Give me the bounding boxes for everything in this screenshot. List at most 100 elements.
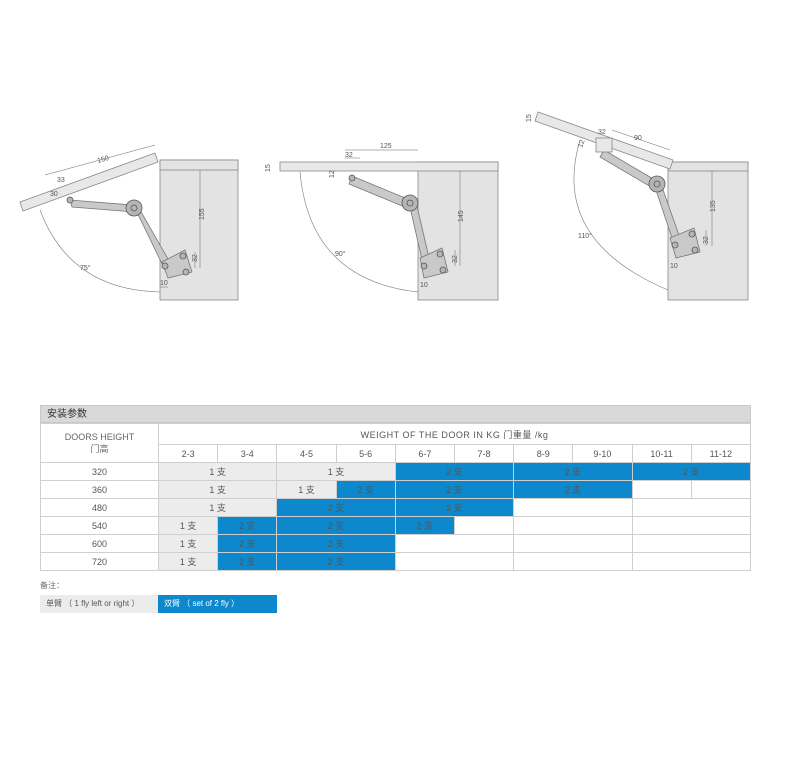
cabinet-panel xyxy=(667,161,749,301)
door-screw xyxy=(66,196,74,204)
angle-label: 75° xyxy=(80,264,91,272)
dim-label: 12 xyxy=(577,139,586,149)
notes-section: 备注： 单臂 （ 1 fly left or right ） 双臂 （ set … xyxy=(40,580,277,613)
weight-column-header: 9-10 xyxy=(572,444,633,463)
legend-double-arm: 双臂 （ set of 2 fly ） xyxy=(158,595,277,613)
arm-pivot xyxy=(653,180,661,188)
single-arm-cell: 1 支 xyxy=(157,552,219,571)
dim-label: 10 xyxy=(420,282,428,289)
double-arm-cell: 2 支 xyxy=(631,462,751,481)
empty-cell xyxy=(513,534,633,553)
empty-cell xyxy=(394,552,515,571)
double-arm-cell: 2 支 xyxy=(513,462,633,481)
diagram-75-degree: 150 33 30 155 32 10 75° xyxy=(19,144,239,301)
door-height-cell: 720 xyxy=(40,552,159,571)
bracket-screw xyxy=(439,266,447,274)
doors-height-label: DOORS HEIGHT xyxy=(64,432,135,442)
dim-label: 145 xyxy=(458,210,465,222)
cabinet-panel xyxy=(417,161,499,301)
bracket-screw xyxy=(671,241,679,249)
swing-arc xyxy=(299,171,419,293)
empty-cell xyxy=(513,516,633,535)
dim-label: 32 xyxy=(452,255,459,263)
lift-arm xyxy=(69,199,135,213)
door-panel xyxy=(279,161,499,172)
weight-header: WEIGHT OF THE DOOR IN KG 门重量 /kg xyxy=(158,423,751,445)
dim-label: 33 xyxy=(57,177,65,184)
weight-column-header: 4-5 xyxy=(276,444,337,463)
double-arm-cell: 2 支 xyxy=(276,516,396,535)
single-arm-cell: 1 支 xyxy=(157,516,219,535)
diagram-90-degree: 15 125 32 12 145 32 10 90° xyxy=(265,143,499,301)
angle-label: 110° xyxy=(578,232,592,240)
door-height-cell: 480 xyxy=(40,498,159,517)
empty-cell xyxy=(631,480,692,499)
dim-label: 150 xyxy=(97,155,110,165)
dim-label: 32 xyxy=(192,254,199,262)
dim-label: 12 xyxy=(329,170,336,178)
empty-cell xyxy=(631,516,751,535)
dim-label: 15 xyxy=(526,114,533,122)
empty-cell xyxy=(631,534,751,553)
swing-arc xyxy=(39,209,161,293)
dim-line xyxy=(44,144,156,176)
dim-line xyxy=(611,129,671,151)
double-arm-cell: 2 支 xyxy=(394,498,515,517)
doors-height-label-cn: 门高 xyxy=(90,444,109,454)
empty-cell xyxy=(394,534,515,553)
door-height-cell: 320 xyxy=(40,462,159,481)
empty-cell xyxy=(631,552,751,571)
double-arm-cell: 2 支 xyxy=(217,552,278,571)
dim-label: 32 xyxy=(598,129,606,136)
double-arm-cell: 2 支 xyxy=(276,534,396,553)
dim-label: 135 xyxy=(710,200,717,212)
single-arm-cell: 1 支 xyxy=(157,534,219,553)
legend-single-arm: 单臂 （ 1 fly left or right ） xyxy=(40,595,158,613)
single-arm-cell: 1 支 xyxy=(157,480,278,499)
double-arm-cell: 2 支 xyxy=(394,462,515,481)
bracket-screw xyxy=(436,250,444,258)
dim-label: 30 xyxy=(50,191,58,198)
single-arm-cell: 1 支 xyxy=(157,498,278,517)
arm-pivot xyxy=(130,204,138,212)
dim-label: 155 xyxy=(199,208,206,220)
bracket-screw xyxy=(688,230,696,238)
lift-arm xyxy=(348,175,411,209)
weight-column-header: 7-8 xyxy=(453,444,515,463)
bracket-screw xyxy=(161,262,169,270)
door-bracket xyxy=(595,137,613,153)
weight-column-header: 2-3 xyxy=(157,444,219,463)
door-panel xyxy=(19,152,159,212)
double-arm-cell: 2 支 xyxy=(217,534,278,553)
dim-label: 125 xyxy=(380,143,392,150)
header-row: DOORS HEIGHT 门高 WEIGHT OF THE DOOR IN KG… xyxy=(40,423,751,463)
doors-height-header: DOORS HEIGHT 门高 xyxy=(40,423,159,463)
door-height-cell: 600 xyxy=(40,534,159,553)
dim-label: 32 xyxy=(703,236,710,244)
empty-cell xyxy=(513,498,633,517)
legend: 单臂 （ 1 fly left or right ） 双臂 （ set of 2… xyxy=(40,595,277,613)
empty-cell xyxy=(690,480,752,499)
cabinet-panel xyxy=(159,159,239,301)
double-arm-cell: 2 支 xyxy=(276,498,396,517)
weight-column-header: 5-6 xyxy=(335,444,396,463)
bracket-screw xyxy=(179,252,187,260)
weight-column-header: 3-4 xyxy=(217,444,278,463)
dim-label: 15 xyxy=(265,164,272,172)
cabinet-top xyxy=(667,161,749,172)
weight-column-header: 6-7 xyxy=(394,444,455,463)
cabinet-top xyxy=(159,159,239,171)
double-arm-cell: 2 支 xyxy=(276,552,396,571)
table-body: DOORS HEIGHT 门高 WEIGHT OF THE DOOR IN KG… xyxy=(40,423,752,571)
weight-column-header: 11-12 xyxy=(690,444,752,463)
single-arm-cell: 1 支 xyxy=(276,480,337,499)
empty-cell xyxy=(513,552,633,571)
swing-arc xyxy=(573,139,669,291)
arm-pivot xyxy=(406,199,414,207)
double-arm-cell: 2 支 xyxy=(394,480,515,499)
